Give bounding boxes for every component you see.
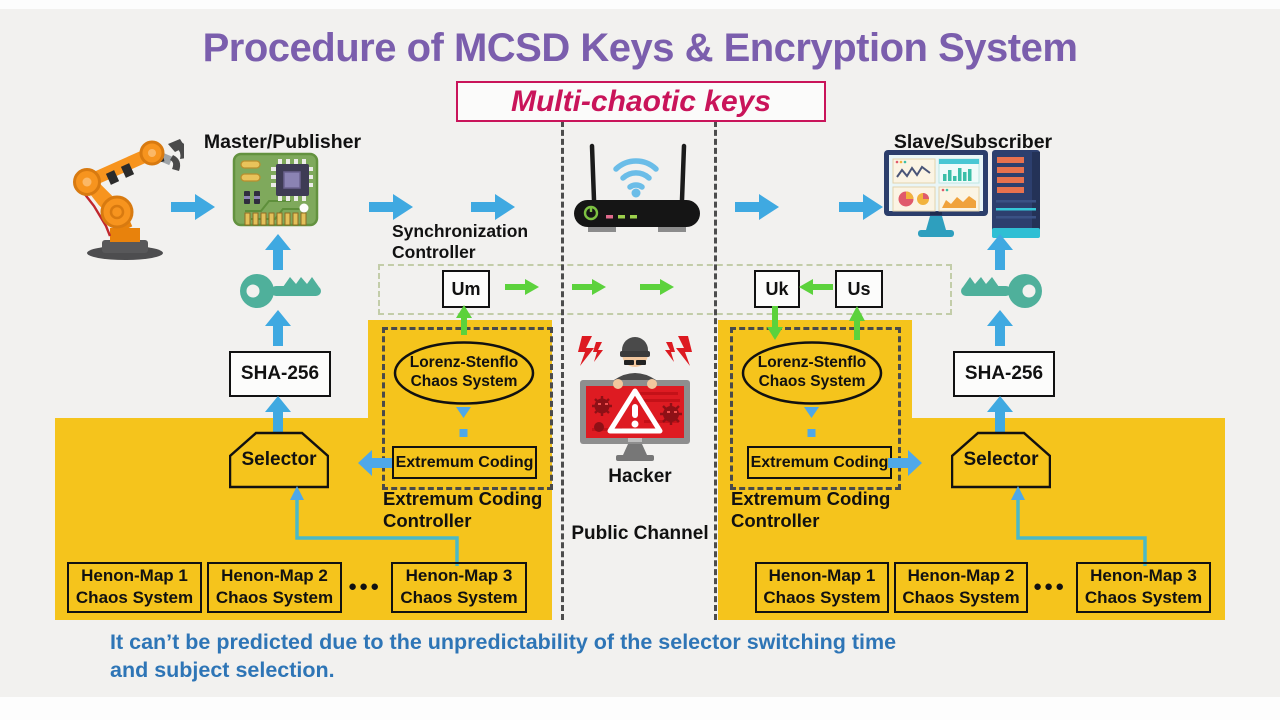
subtitle-frame: Multi-chaotic keys [456,81,826,122]
dashboard-monitor-icon [884,150,988,237]
sha256-box-left: SHA-256 [229,351,331,397]
lorenz-label-left: Lorenz-Stenflo Chaos System [409,354,519,390]
henon-to-selector-line-left [290,486,459,566]
bottom-margin [0,697,1280,720]
dashed-link-right [804,407,819,437]
master-key-icon [240,274,321,308]
green-arrow-down-uk [767,306,783,340]
extremum-coding-box-left: Extremum Coding [392,446,537,479]
arrow-robot-to-master [171,194,215,220]
green-arrow-up-um [456,305,472,335]
selector-label-left: Selector [241,449,317,470]
um-signal-box: Um [442,270,490,308]
hacker-label: Hacker [608,466,672,487]
arrow-master-out [369,194,413,220]
arrow-to-slave [839,194,883,220]
hacker-icon [578,336,692,461]
selector-label-right: Selector [963,449,1039,470]
selector-shape-left [229,431,329,489]
arrow-sha-to-key-right [987,310,1013,346]
green-arrow-um-out [505,279,539,295]
ellipsis-left: ●●● [348,578,382,595]
arrow-key-to-master [265,234,291,270]
public-channel-label: Public Channel [571,523,709,544]
arrow-to-router [471,194,515,220]
extremum-controller-frame-right [730,327,901,490]
warning-triangle-icon [607,388,663,434]
henon-to-selector-line-right [1011,486,1147,566]
extremum-controller-label-right: Extremum Coding Controller [731,488,891,531]
green-arrow-channel-1 [572,279,606,295]
uk-signal-box: Uk [754,270,800,308]
server-icon [992,150,1040,238]
robot-arm-icon [73,139,184,260]
extremum-coding-box-right: Extremum Coding [747,446,892,479]
router-icon [574,143,700,232]
selector-shape-right [951,431,1051,489]
subtitle-text: Multi-chaotic keys [510,84,772,118]
arrow-extremum-to-selector-right [888,450,922,476]
top-margin [0,0,1280,9]
master-publisher-label: Master/Publisher [203,131,362,153]
lorenz-ellipse-right [741,341,883,405]
green-arrow-up-us [849,306,865,340]
sha256-box-right: SHA-256 [953,351,1055,397]
lightning-icon [578,336,692,366]
page-title: Procedure of MCSD Keys & Encryption Syst… [202,26,1078,70]
dashed-link-left [456,407,471,437]
arrow-sha-to-key [265,310,291,346]
lorenz-ellipse-left [393,341,535,405]
slave-subscriber-label: Slave/Subscriber [893,131,1053,153]
footer-note: It can’t be predicted due to the unpredi… [110,630,897,682]
slave-key-icon [961,274,1042,308]
wifi-icon [613,158,659,190]
green-arrow-us-to-uk [799,279,833,295]
public-channel-right-boundary [714,112,717,620]
arrow-router-out [735,194,779,220]
sync-signal-band [378,264,952,315]
ellipsis-right: ●●● [1033,578,1067,595]
arrow-selector-to-sha-right [987,396,1013,432]
arrow-extremum-to-selector-left [358,450,392,476]
us-signal-box: Us [835,270,883,308]
virus-icon [592,396,682,432]
green-arrow-channel-2 [640,279,674,295]
circuit-chip-icon [232,152,319,227]
sync-controller-label: Synchronization Controller [392,221,529,262]
arrow-key-to-slave [987,234,1013,270]
lorenz-label-right: Lorenz-Stenflo Chaos System [757,354,867,390]
public-channel-left-boundary [561,112,564,620]
arrow-selector-to-sha-left [265,396,291,432]
extremum-controller-label-left: Extremum Coding Controller [383,488,543,531]
extremum-controller-frame-left [382,327,553,490]
